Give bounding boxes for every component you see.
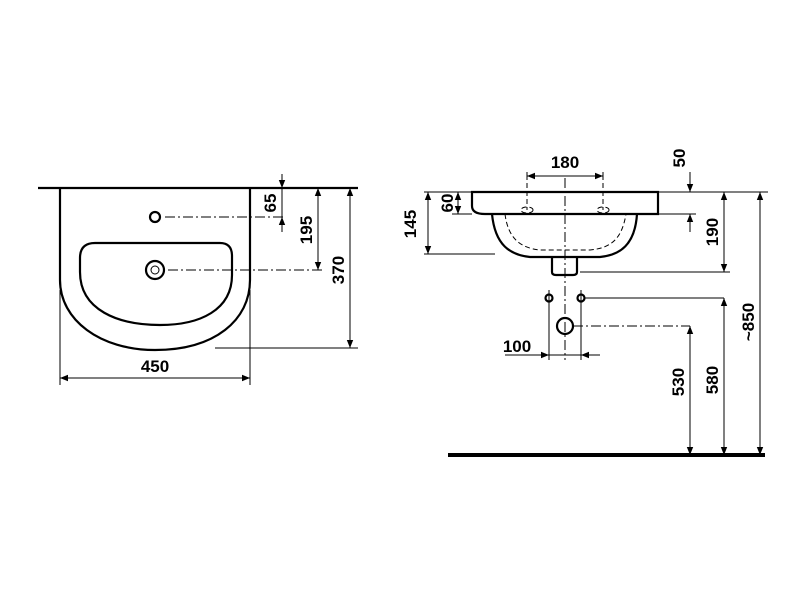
dim-fixing-height: 580: [703, 366, 722, 394]
inner-bowl: [78, 241, 234, 327]
dim-depth-to-waste: 190: [703, 218, 722, 246]
dim-width: 450: [141, 357, 169, 376]
dim-depth: 370: [329, 256, 348, 284]
side-view: 180 50 145 60 190 100 530 580 ~850: [401, 149, 768, 457]
dim-rim-thickness: 50: [670, 149, 689, 168]
dim-bowl-height: 145: [401, 210, 420, 238]
dim-rim-from-floor: ~850: [739, 303, 758, 341]
top-view: 65 195 370 450: [38, 174, 358, 385]
basin-outline: [58, 188, 252, 352]
dim-rim-height: 60: [438, 194, 457, 213]
tap-hole: [148, 210, 162, 224]
dim-waste-spacing: 100: [503, 337, 531, 356]
drain-outer: [144, 259, 166, 281]
basin-rim: [470, 190, 660, 216]
dim-tap-spacing: 180: [551, 153, 579, 172]
dim-waste-height: 530: [669, 368, 688, 396]
drain-inner: [150, 265, 160, 275]
dim-drain-offset: 195: [297, 216, 316, 244]
dim-tap-hole-offset: 65: [261, 194, 280, 213]
